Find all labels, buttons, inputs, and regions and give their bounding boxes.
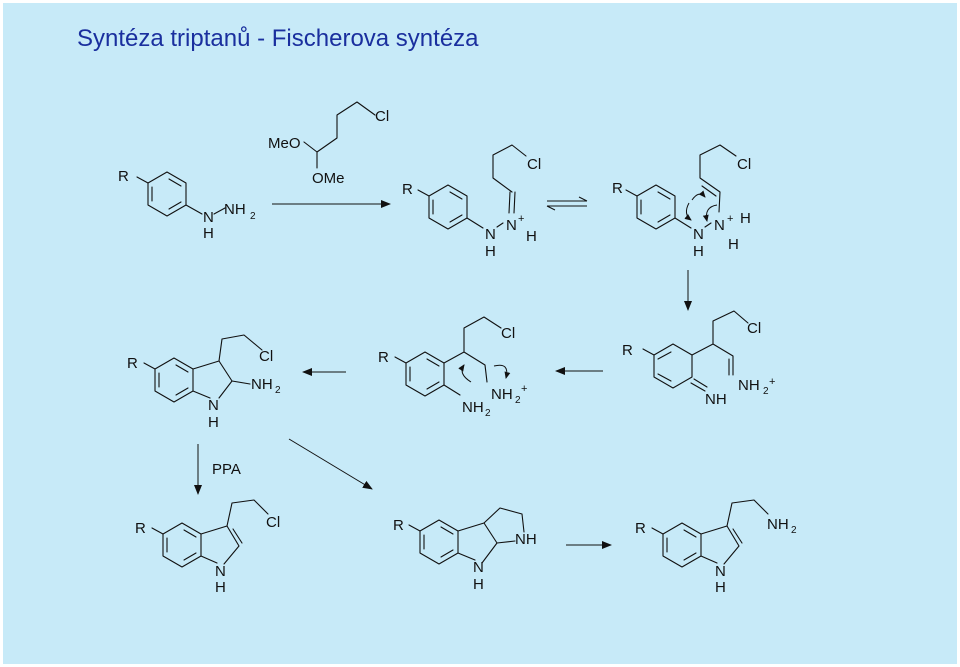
- nitrogen-label: N: [715, 563, 726, 580]
- substituent-r-label: R: [622, 342, 633, 359]
- imine-nh-label: NH: [705, 391, 727, 408]
- subscript-2: 2: [515, 395, 521, 406]
- hydrogen-label: H: [693, 243, 704, 260]
- chlorine-label: Cl: [737, 156, 751, 173]
- chlorine-label: Cl: [527, 156, 541, 173]
- charge-plus: +: [769, 376, 775, 388]
- substituent-r-label: R: [635, 520, 646, 537]
- electron-arrow: [691, 190, 706, 201]
- charge-plus: +: [521, 383, 527, 395]
- chlorine-label: Cl: [501, 325, 515, 342]
- substituent-r-label: R: [393, 517, 404, 534]
- methoxy-label-left: MeO: [268, 135, 301, 152]
- phenylhydrazine: R N H NH 2: [118, 168, 256, 242]
- diimine-intermediate: R NH NH 2 + Cl: [622, 310, 775, 408]
- electron-arrow: [684, 202, 692, 221]
- pyrroloindoline: R N H NH: [393, 507, 537, 593]
- hydrogen-label: H: [728, 236, 739, 253]
- ppa-reagent-label: PPA: [212, 461, 241, 478]
- subscript-2: 2: [250, 211, 256, 222]
- slide-title: Syntéza triptanů - Fischerova syntéza: [77, 25, 479, 52]
- subscript-2: 2: [485, 408, 491, 419]
- substituent-r-label: R: [127, 355, 138, 372]
- pyrrolidine-nh-label: NH: [515, 531, 537, 548]
- hydrogen-label: H: [740, 210, 751, 227]
- hydrazone: R N H N + H Cl: [402, 144, 541, 260]
- substituent-r-label: R: [118, 168, 129, 185]
- reaction-arrow-diagonal: [288, 438, 373, 490]
- subscript-2: 2: [763, 386, 769, 397]
- nitrogen-label: N: [208, 397, 219, 414]
- aminoindoline: R N H NH 2 Cl: [127, 334, 281, 431]
- iminium-label: NH: [738, 377, 760, 394]
- nitrogen-label: N: [714, 217, 725, 234]
- hydrogen-label: H: [215, 579, 226, 596]
- hydrogen-label: H: [485, 243, 496, 260]
- nitrogen-label: N: [693, 226, 704, 243]
- hydrogen-label: H: [715, 579, 726, 596]
- substituent-r-label: R: [402, 181, 413, 198]
- electron-arrow: [458, 364, 472, 383]
- subscript-2: 2: [275, 385, 281, 396]
- nitrogen-label: N: [203, 209, 214, 226]
- amino-label: NH: [251, 376, 273, 393]
- chlorine-label: Cl: [266, 514, 280, 531]
- nitrogen-label: N: [473, 559, 484, 576]
- amino-label: NH: [224, 201, 246, 218]
- substituent-r-label: R: [135, 520, 146, 537]
- charge-plus: +: [727, 213, 733, 225]
- tryptamine: R N H NH 2: [635, 499, 797, 596]
- electron-arrow: [493, 364, 511, 379]
- chlorobutanal-acetal: MeO OMe Cl: [268, 101, 389, 187]
- charge-plus: +: [518, 213, 524, 225]
- chlorine-label: Cl: [747, 320, 761, 337]
- subscript-2: 2: [791, 525, 797, 536]
- iminium-label: NH: [491, 386, 513, 403]
- chlorine-label: Cl: [259, 348, 273, 365]
- hydrogen-label: H: [473, 576, 484, 593]
- slide: Syntéza triptanů - Fischerova syntéza: [3, 3, 957, 664]
- hydrogen-label: H: [526, 228, 537, 245]
- amino-label: NH: [767, 516, 789, 533]
- nitrogen-label: N: [215, 563, 226, 580]
- chlorine-label: Cl: [375, 108, 389, 125]
- aniline-iminium: R NH 2 NH 2 + Cl: [378, 316, 527, 419]
- equilibrium-arrows: [546, 196, 588, 211]
- hydrogen-label: H: [203, 225, 214, 242]
- substituent-r-label: R: [378, 349, 389, 366]
- hydrogen-label: H: [208, 414, 219, 431]
- chloroethyl-indole: R N H Cl: [135, 499, 280, 596]
- ene-hydrazine: R N H N + H H Cl: [612, 144, 751, 260]
- substituent-r-label: R: [612, 180, 623, 197]
- electron-arrow: [702, 204, 718, 222]
- methoxy-label-bottom: OMe: [312, 170, 345, 187]
- nitrogen-label: N: [485, 226, 496, 243]
- nitrogen-label: N: [506, 217, 517, 234]
- amino-label: NH: [462, 399, 484, 416]
